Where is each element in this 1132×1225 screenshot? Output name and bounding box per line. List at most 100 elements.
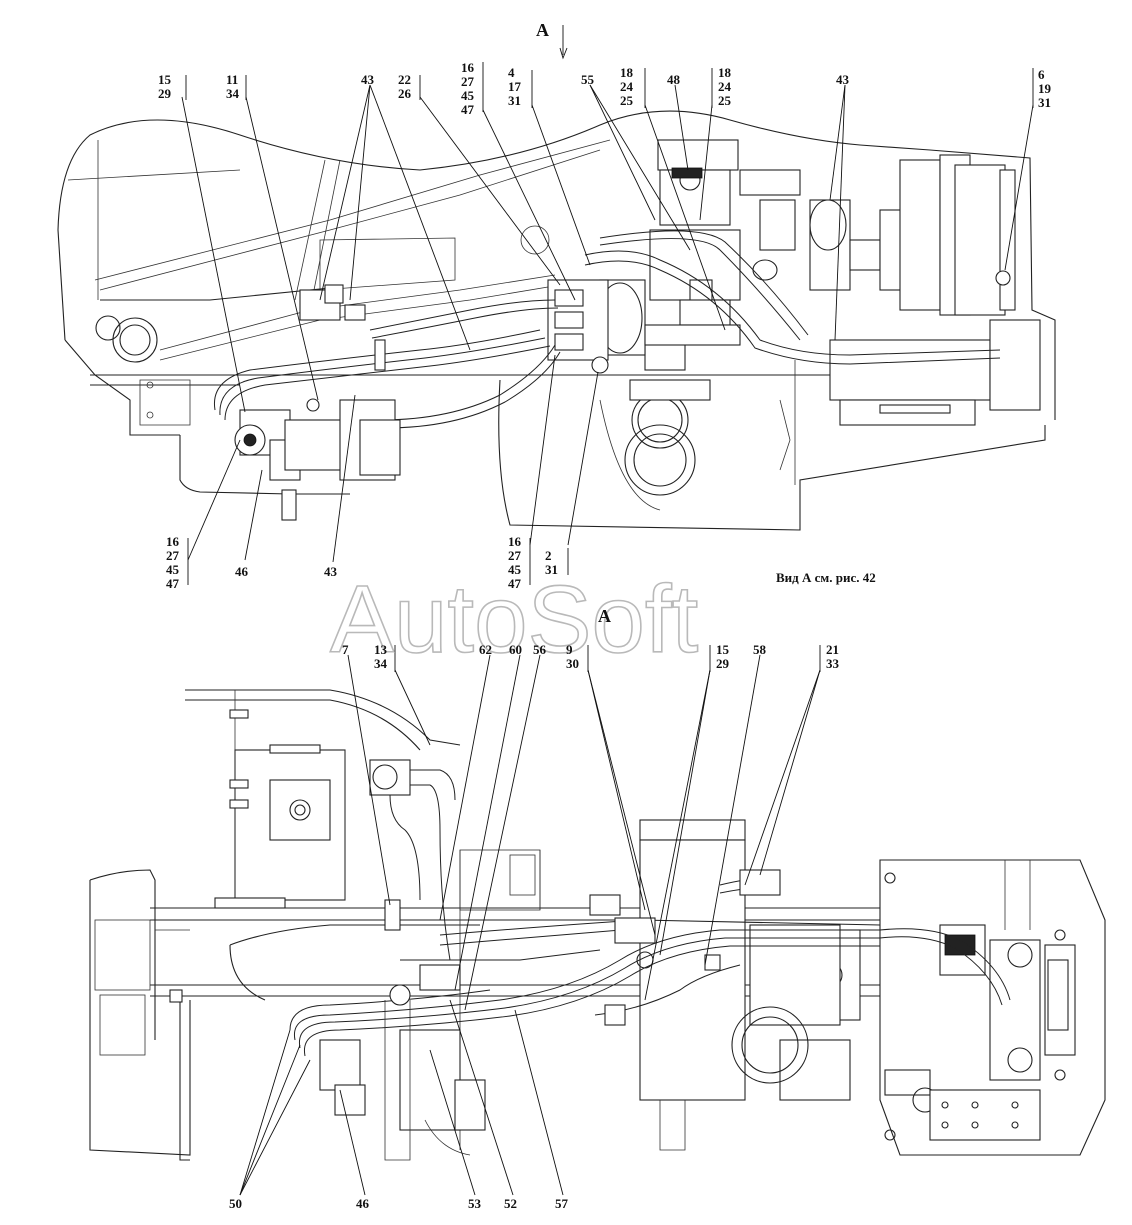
callout-52: 52 (504, 1196, 517, 1211)
svg-text:53: 53 (468, 1196, 482, 1211)
svg-text:29: 29 (158, 86, 172, 101)
svg-text:2: 2 (545, 548, 552, 563)
view-a-title: А (598, 606, 611, 626)
svg-text:11: 11 (226, 72, 238, 87)
side-view-leaders (181, 25, 1034, 585)
callout-57: 57 (555, 1196, 569, 1211)
callout-9-30: 9 30 (566, 642, 579, 671)
view-reference-note: Вид А см. рис. 42 (776, 570, 876, 585)
svg-text:27: 27 (461, 74, 475, 89)
svg-text:34: 34 (374, 656, 388, 671)
svg-text:25: 25 (620, 93, 634, 108)
svg-text:48: 48 (667, 72, 681, 87)
svg-text:43: 43 (361, 72, 375, 87)
plan-view-leaders (239, 645, 821, 1196)
svg-text:16: 16 (508, 534, 522, 549)
cab-outline (57, 110, 1056, 420)
callout-58: 58 (753, 642, 767, 657)
callout-60: 60 (509, 642, 522, 657)
callout-53: 53 (468, 1196, 482, 1211)
callout-18-24-25-a: 18 24 25 (620, 65, 634, 108)
callout-2-31: 2 31 (545, 548, 558, 577)
svg-text:19: 19 (1038, 81, 1052, 96)
callout-7: 7 (342, 642, 349, 657)
callout-55: 55 (581, 72, 595, 87)
svg-text:24: 24 (718, 79, 732, 94)
callout-4-17-31: 4 17 31 (508, 65, 522, 108)
svg-text:52: 52 (504, 1196, 517, 1211)
svg-text:30: 30 (566, 656, 579, 671)
svg-text:15: 15 (716, 642, 730, 657)
callout-22-26: 22 26 (398, 72, 412, 101)
svg-text:7: 7 (342, 642, 349, 657)
svg-text:47: 47 (461, 102, 475, 117)
svg-text:47: 47 (166, 576, 180, 591)
svg-text:21: 21 (826, 642, 839, 657)
svg-text:27: 27 (508, 548, 522, 563)
svg-text:31: 31 (1038, 95, 1051, 110)
side-view (57, 110, 1056, 531)
svg-text:18: 18 (620, 65, 634, 80)
svg-text:60: 60 (509, 642, 522, 657)
callout-43-top: 43 (361, 72, 375, 87)
svg-text:31: 31 (508, 93, 521, 108)
callout-56: 56 (533, 642, 547, 657)
svg-text:43: 43 (324, 564, 338, 579)
callout-48: 48 (667, 72, 681, 87)
side-view-labels: А 15 29 11 34 43 22 26 16 27 45 47 4 17 … (158, 20, 1052, 591)
svg-text:45: 45 (508, 562, 522, 577)
callout-15-29-bottom: 15 29 (716, 642, 730, 671)
callout-13-34: 13 34 (374, 642, 388, 671)
svg-text:34: 34 (226, 86, 240, 101)
svg-text:16: 16 (166, 534, 180, 549)
view-arrow-label: А (536, 20, 549, 40)
callout-62: 62 (479, 642, 492, 657)
plan-view-labels: А 7 13 34 62 60 56 9 30 15 29 58 21 (229, 606, 840, 1211)
svg-text:25: 25 (718, 93, 732, 108)
svg-text:33: 33 (826, 656, 840, 671)
svg-text:16: 16 (461, 60, 475, 75)
svg-text:6: 6 (1038, 67, 1045, 82)
svg-text:15: 15 (158, 72, 172, 87)
svg-text:9: 9 (566, 642, 573, 657)
callout-43-bottom: 43 (324, 564, 338, 579)
svg-text:57: 57 (555, 1196, 569, 1211)
callout-6-19-31: 6 19 31 (1038, 67, 1052, 110)
svg-text:4: 4 (508, 65, 515, 80)
callout-16-27-45-47-left: 16 27 45 47 (166, 534, 180, 591)
svg-text:26: 26 (398, 86, 412, 101)
callout-21-33: 21 33 (826, 642, 840, 671)
svg-text:27: 27 (166, 548, 180, 563)
svg-text:43: 43 (836, 72, 850, 87)
callout-15-29: 15 29 (158, 72, 172, 101)
svg-text:55: 55 (581, 72, 595, 87)
callout-43-right: 43 (836, 72, 850, 87)
svg-text:22: 22 (398, 72, 411, 87)
svg-text:46: 46 (235, 564, 249, 579)
callout-18-24-25-b: 18 24 25 (718, 65, 732, 108)
svg-text:24: 24 (620, 79, 634, 94)
watermark-text: AutoSoft (330, 566, 698, 673)
svg-text:58: 58 (753, 642, 767, 657)
svg-text:29: 29 (716, 656, 730, 671)
callout-46-bottom: 46 (356, 1196, 370, 1211)
svg-text:31: 31 (545, 562, 558, 577)
svg-text:62: 62 (479, 642, 492, 657)
svg-text:18: 18 (718, 65, 732, 80)
callout-50: 50 (229, 1196, 242, 1211)
svg-text:17: 17 (508, 79, 522, 94)
callout-16-27-45-47-mid: 16 27 45 47 (508, 534, 522, 591)
svg-text:47: 47 (508, 576, 522, 591)
svg-text:45: 45 (166, 562, 180, 577)
callout-11-34: 11 34 (226, 72, 240, 101)
plan-view (89, 689, 1106, 1161)
svg-text:56: 56 (533, 642, 547, 657)
svg-text:45: 45 (461, 88, 475, 103)
svg-text:50: 50 (229, 1196, 242, 1211)
svg-text:13: 13 (374, 642, 388, 657)
svg-text:46: 46 (356, 1196, 370, 1211)
callout-46-top: 46 (235, 564, 249, 579)
callout-16-27-45-47-top: 16 27 45 47 (461, 60, 475, 117)
